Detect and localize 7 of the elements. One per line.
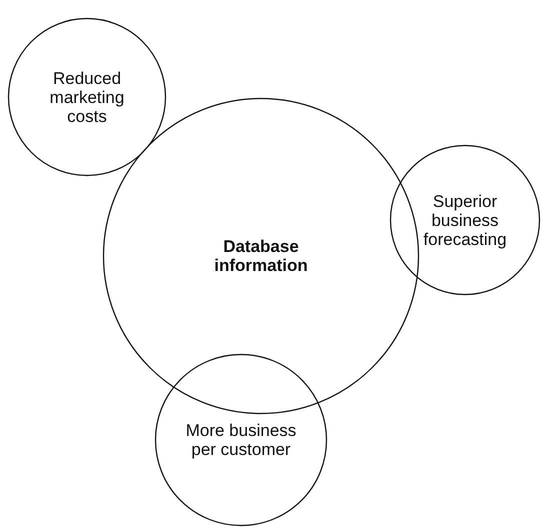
circle-node — [8, 18, 166, 176]
node-label: More business per customer — [184, 421, 298, 459]
circle-node — [390, 145, 540, 295]
node-label: Database information — [213, 237, 309, 275]
node-label: Reduced marketing costs — [48, 68, 126, 126]
circle-node — [155, 354, 327, 526]
node-label: Superior business forecasting — [422, 192, 508, 248]
